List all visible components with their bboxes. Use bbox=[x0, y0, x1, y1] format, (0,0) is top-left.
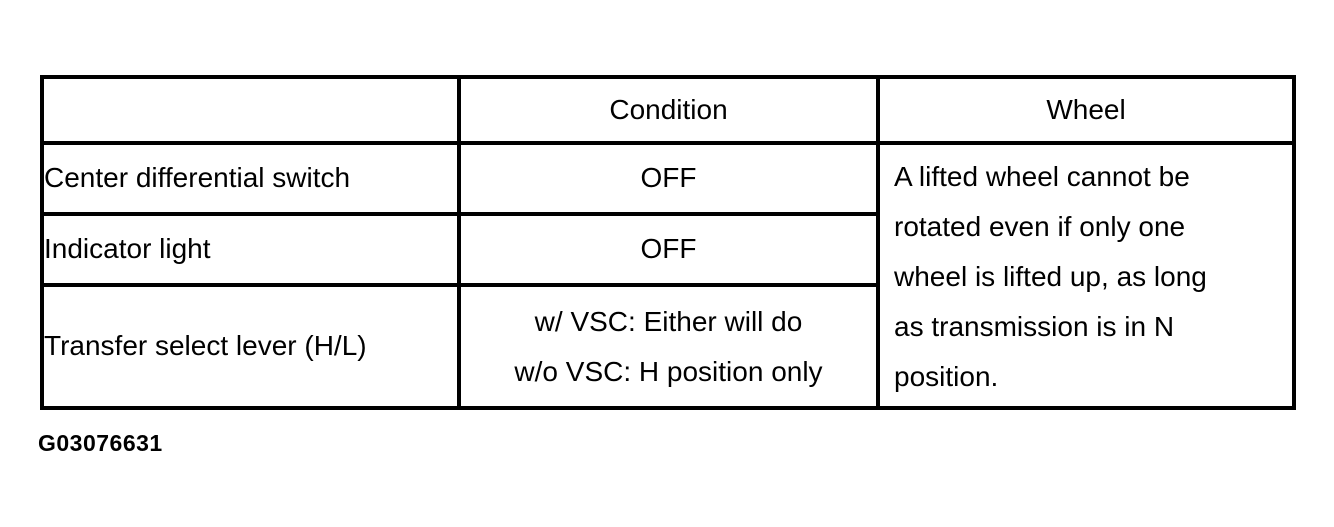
wheel-note-line-4: as transmission is in N bbox=[894, 311, 1175, 342]
row-label-indicator-light: Indicator light bbox=[40, 212, 461, 287]
wheel-note-line-3: wheel is lifted up, as long bbox=[894, 261, 1207, 292]
row-label-transfer-select-lever: Transfer select lever (H/L) bbox=[40, 283, 461, 410]
condition-line-without-vsc: w/o VSC: H position only bbox=[514, 355, 823, 387]
row-label-center-differential-switch: Center differential switch bbox=[40, 141, 461, 216]
table-header-row: Condition Wheel bbox=[40, 75, 1296, 145]
condition-line-with-vsc: w/ VSC: Either will do bbox=[534, 305, 803, 337]
wheel-note-line-1: A lifted wheel cannot be bbox=[894, 161, 1190, 192]
table-row-transfer-select-lever: Transfer select lever (H/L) w/ VSC: Eith… bbox=[40, 283, 1294, 410]
wheel-condition-table: Condition Wheel Center differential swit… bbox=[40, 75, 1296, 410]
table-row-indicator-light: Indicator light OFF bbox=[40, 212, 1294, 287]
condition-value-center-differential-switch: OFF bbox=[457, 141, 880, 216]
wheel-note-line-5: position. bbox=[894, 361, 999, 392]
wheel-note-cell: A lifted wheel cannot be rotated even if… bbox=[876, 141, 1296, 410]
header-wheel: Wheel bbox=[876, 75, 1296, 145]
condition-value-indicator-light: OFF bbox=[457, 212, 880, 287]
figure-id: G03076631 bbox=[38, 430, 163, 456]
table-row-center-differential-switch: Center differential switch OFF A lifted … bbox=[40, 141, 1296, 410]
header-condition: Condition bbox=[457, 75, 880, 145]
wheel-note-text: A lifted wheel cannot be rotated even if… bbox=[882, 147, 1290, 402]
header-item-empty bbox=[40, 75, 461, 145]
condition-value-transfer-select-lever: w/ VSC: Either will do w/o VSC: H positi… bbox=[457, 283, 880, 410]
wheel-note-line-2: rotated even if only one bbox=[894, 211, 1186, 242]
